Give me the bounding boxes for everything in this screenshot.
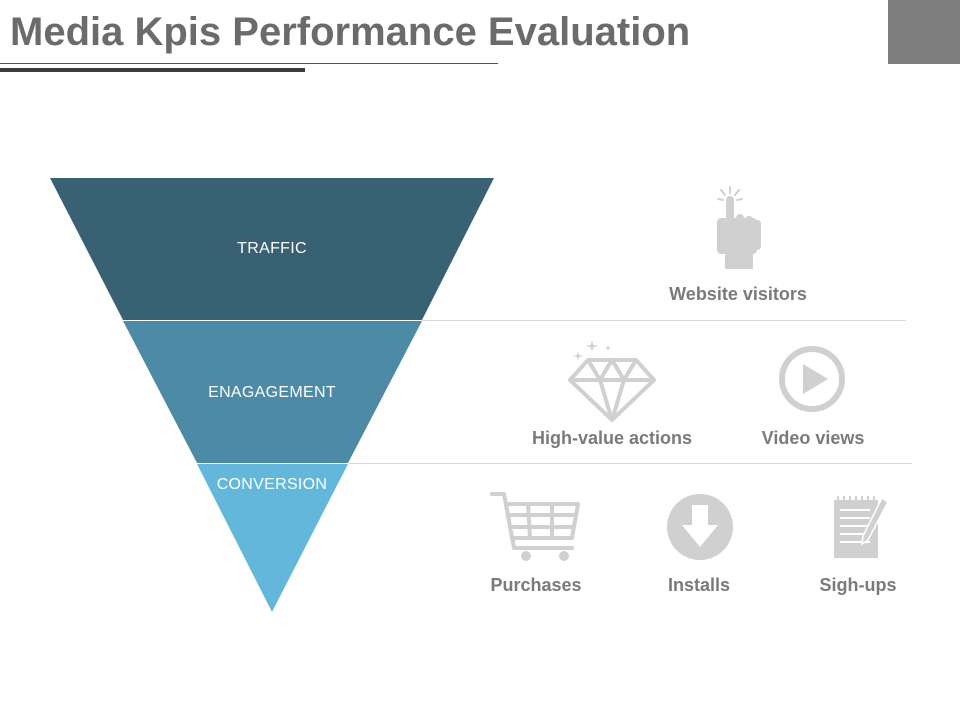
download-icon	[667, 494, 733, 560]
kpi-label-video-views: Video views	[761, 428, 865, 448]
kpi-label-installs: Installs	[667, 575, 731, 595]
kpi-label-purchases: Purchases	[490, 575, 582, 595]
funnel-label-conversion: CONVERSION	[217, 476, 328, 493]
pointing-hand-icon	[717, 186, 761, 269]
shopping-cart-icon	[490, 492, 580, 561]
funnel-level-traffic	[50, 178, 494, 320]
notepad-pen-icon	[834, 496, 889, 558]
funnel-level-conversion	[197, 464, 348, 612]
kpi-label-sign-ups: Sigh-ups	[819, 575, 897, 595]
row-divider-traffic	[422, 320, 906, 321]
page-title: Media Kpis Performance Evaluation	[10, 10, 691, 54]
funnel-level-engagement	[123, 321, 422, 463]
row-divider-engagement	[348, 463, 912, 464]
funnel-label-traffic: TRAFFIC	[237, 240, 307, 257]
play-button-icon	[779, 346, 845, 412]
kpi-label-high-value-actions: High-value actions	[531, 428, 693, 448]
title-underline-thick	[0, 68, 305, 72]
diamond-icon	[568, 340, 656, 422]
funnel-label-engagement: ENAGAGEMENT	[208, 384, 336, 401]
title-underline-thin	[0, 63, 498, 64]
corner-accent-block	[888, 0, 960, 64]
kpi-label-website-visitors: Website visitors	[669, 284, 807, 304]
